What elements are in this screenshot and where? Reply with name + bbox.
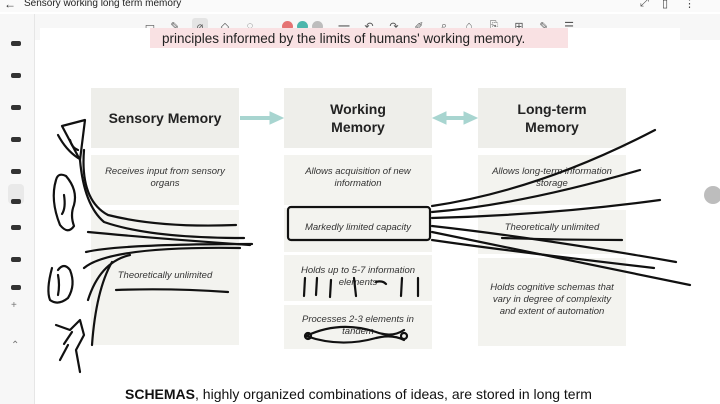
longterm-row-3: Holds cognitive schemas that vary in deg… xyxy=(490,282,614,317)
pen-preset-3[interactable] xyxy=(8,90,24,110)
edit-icon[interactable]: ✐ xyxy=(414,20,424,33)
gray-color-swatch[interactable] xyxy=(312,21,323,32)
longterm-row-1: Allows long-term information storage xyxy=(492,166,612,189)
arrow-working-longterm-bidirectional xyxy=(431,111,479,125)
longterm-row-2: Theoretically unlimited xyxy=(504,222,600,233)
collapse-icon[interactable]: ⌃ xyxy=(11,340,20,351)
tally-marks-doodle xyxy=(302,276,420,299)
arrow-sensory-to-working xyxy=(240,111,285,125)
more-icon[interactable]: ⋮ xyxy=(684,0,695,10)
sensory-cell-1 xyxy=(91,155,239,205)
attach-icon[interactable]: ⎘ xyxy=(489,19,499,32)
insert-icon[interactable]: ⊞ xyxy=(514,20,524,33)
red-color-swatch[interactable] xyxy=(282,21,293,32)
working-memory-header: Working Memory xyxy=(284,88,432,148)
hand-doodle xyxy=(47,264,74,304)
eye-lid-doodle xyxy=(56,133,80,160)
working-cell-3 xyxy=(284,255,432,301)
long-term-memory-header: Long-term Memory xyxy=(478,88,626,148)
banner-text: principles informed by the limits of hum… xyxy=(162,31,526,46)
working-cell-2 xyxy=(284,208,432,252)
longterm-lines-doodle xyxy=(430,168,642,214)
pen-preset-5[interactable] xyxy=(8,154,24,174)
schemas-caption: SCHEMAS, highly organized combinations o… xyxy=(125,386,592,402)
floating-edit-button[interactable] xyxy=(704,186,720,204)
pen-preset-6[interactable] xyxy=(8,184,24,204)
working-capacity-box xyxy=(286,205,432,242)
undo-icon[interactable]: ↶ xyxy=(364,20,374,33)
teal-color-swatch[interactable] xyxy=(297,21,308,32)
pen-sidebar: + ⌃ xyxy=(0,14,35,404)
pen-preset-7[interactable] xyxy=(8,210,24,230)
pen-preset-1[interactable] xyxy=(8,26,24,46)
tag-icon[interactable]: ⌂ xyxy=(465,20,473,32)
sensory-underline xyxy=(114,288,230,294)
redo-icon[interactable]: ↷ xyxy=(389,20,399,33)
sensory-row-1: Receives input from sensory organs xyxy=(105,166,225,189)
list-icon[interactable]: ☰ xyxy=(564,20,574,33)
lasso-tool-icon[interactable]: ◌ xyxy=(246,20,254,32)
pages-icon[interactable]: ▯ xyxy=(662,0,669,10)
working-row-4: Processes 2-3 elements in tandem xyxy=(302,314,414,337)
eraser-tool-icon[interactable]: ◇ xyxy=(220,20,230,33)
pen-preset-4[interactable] xyxy=(8,122,24,142)
add-pen-icon[interactable]: + xyxy=(11,300,17,311)
working-row-2: Markedly limited capacity xyxy=(304,222,412,233)
processing-loop-doodle xyxy=(304,325,406,344)
sensory-lines-doodle xyxy=(82,148,238,227)
text-mode-icon[interactable]: ▭ xyxy=(144,20,156,33)
highlighted-banner xyxy=(150,28,568,48)
longterm-cell-3 xyxy=(478,258,626,346)
expand-icon[interactable]: ⤢ xyxy=(640,0,649,9)
document-title: Sensory working long term memory xyxy=(24,0,182,9)
pen-tool-icon[interactable]: ✎ xyxy=(170,20,180,33)
pen-preset-8[interactable] xyxy=(8,242,24,262)
back-arrow-icon[interactable]: ← xyxy=(4,0,16,11)
stroke-width-icon[interactable]: — xyxy=(338,20,350,32)
sensory-row-2: Theoretically unlimited xyxy=(117,270,213,281)
ear-doodle xyxy=(52,173,77,232)
title-bar: ← Sensory working long term memory ⤢ ▯ ⋮ xyxy=(0,0,720,12)
search-icon[interactable]: ⌕ xyxy=(440,19,448,32)
working-row-1: Allows acquisition of new information xyxy=(305,166,411,189)
longterm-underline xyxy=(500,236,624,242)
working-row-3: Holds up to 5-7 information elements xyxy=(300,265,416,288)
pen-preset-2[interactable] xyxy=(8,58,24,78)
sensory-memory-header: Sensory Memory xyxy=(91,88,239,148)
sensory-cell-2 xyxy=(91,210,239,345)
working-cell-1 xyxy=(284,155,432,205)
draw-icon[interactable]: ✎ xyxy=(539,20,549,33)
pen-preset-9[interactable] xyxy=(8,270,24,290)
body-doodle xyxy=(54,318,86,374)
